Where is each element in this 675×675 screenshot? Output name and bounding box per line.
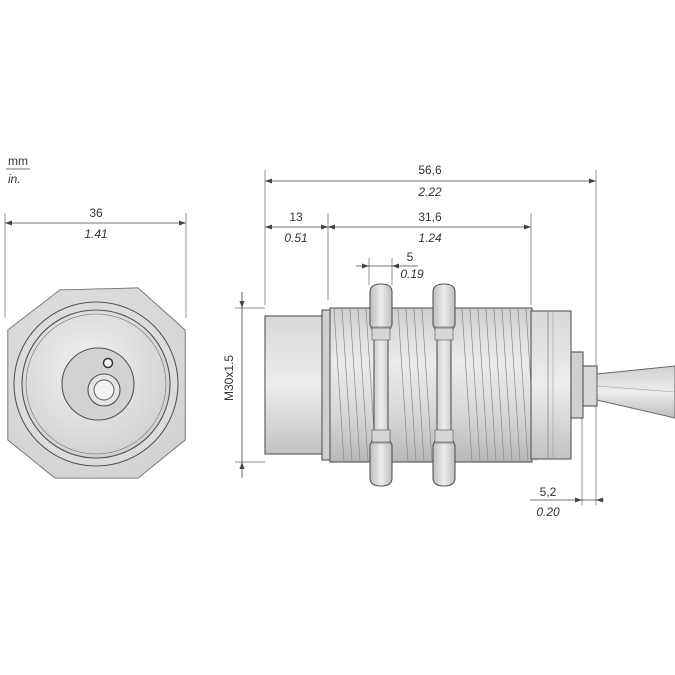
thread-line [357,308,369,462]
nut-width-in: 0.19 [400,267,424,281]
lock-nut-front [369,283,393,487]
thread-line [501,308,513,462]
threaded-body [329,307,533,463]
thread-line [517,308,529,462]
cable-length-dimension: 5,2 0.20 [530,385,604,519]
thread-line [461,308,473,462]
front-width-mm: 36 [89,206,103,220]
head-length-dimension: 13 0.51 [265,210,329,300]
thread-line [493,308,505,462]
overall-length-mm: 56,6 [418,163,442,177]
thread-line [349,308,361,462]
thread-line [413,308,425,462]
cable-gland-inner [93,379,115,401]
cable-length-in: 0.20 [536,505,560,519]
thread-line [469,308,481,462]
thread-size-label: M30x1.5 [222,355,236,401]
overall-length-dimension: 56,6 2.22 [264,163,597,505]
thread-diameter-dimension: M30x1.5 [222,292,265,478]
thread-line [405,308,417,462]
thread-line [397,308,409,462]
thread-line [509,308,521,462]
cable-gland [570,351,584,419]
side-view: 56,6 2.22 13 0.51 31,6 1.24 5 [222,163,675,519]
sensor-head [264,315,328,455]
thread-line [333,308,345,462]
rear-section [530,310,572,460]
front-width-dimension: 36 1.41 [4,206,187,318]
nut-width-mm: 5 [407,250,414,264]
units-legend: mm in. [6,154,30,186]
head-length-in: 0.51 [284,231,307,245]
unit-mm-label: mm [8,154,28,168]
thread-line [485,308,497,462]
nut-width-dimension: 5 0.19 [356,250,424,285]
thread-length-mm: 31,6 [418,210,442,224]
thread-line [477,308,489,462]
cable [596,365,675,419]
unit-in-label: in. [8,172,21,186]
front-width-in: 1.41 [84,227,107,241]
thread-length-in: 1.24 [418,231,442,245]
head-length-mm: 13 [289,210,303,224]
thread-length-dimension: 31,6 1.24 [328,210,532,305]
led-indicator [102,357,114,369]
overall-length-in: 2.22 [417,185,442,199]
thread-line [421,308,433,462]
front-view: 36 1.41 [4,206,187,479]
lock-nut-rear [432,283,456,487]
cable-length-mm: 5,2 [540,485,557,499]
thread-line [341,308,353,462]
